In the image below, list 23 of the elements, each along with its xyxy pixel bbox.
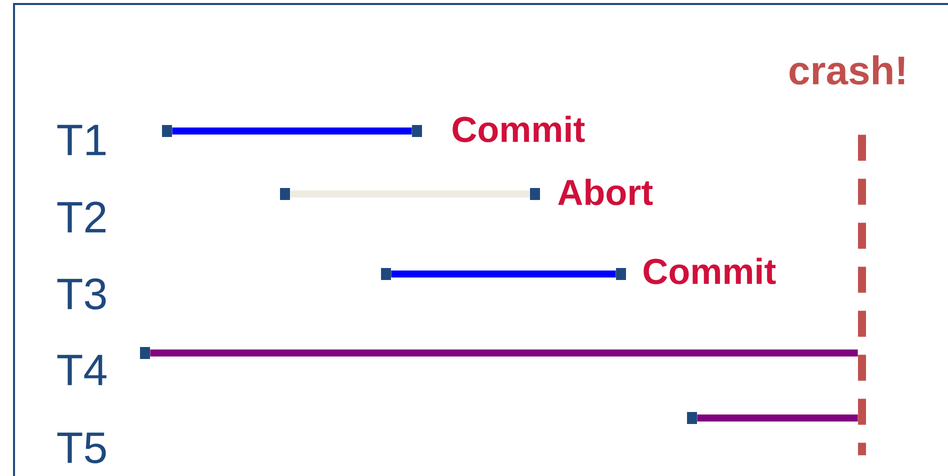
transaction-label: T3 [57,278,106,310]
endpoint-marker [616,268,626,280]
endpoint-marker [162,125,172,137]
transaction-bar [150,350,858,356]
crash-line [858,134,866,456]
endpoint-marker [381,268,391,280]
crash-label: crash! [790,55,904,85]
transaction-bar [391,270,616,278]
status-label: Abort [558,178,653,206]
transaction-label: T5 [57,432,106,464]
endpoint-marker [687,412,697,424]
endpoint-marker [412,125,422,137]
transaction-label: T2 [57,202,106,232]
transaction-label: T4 [57,354,106,386]
transaction-bar [172,128,412,134]
status-label: Commit [644,258,776,284]
endpoint-marker [530,188,540,200]
transaction-bar [697,414,858,422]
transaction-label: T1 [57,124,106,156]
transaction-bar [290,190,530,198]
endpoint-marker [140,347,150,359]
endpoint-marker [280,188,290,200]
status-label: Commit [452,116,585,142]
